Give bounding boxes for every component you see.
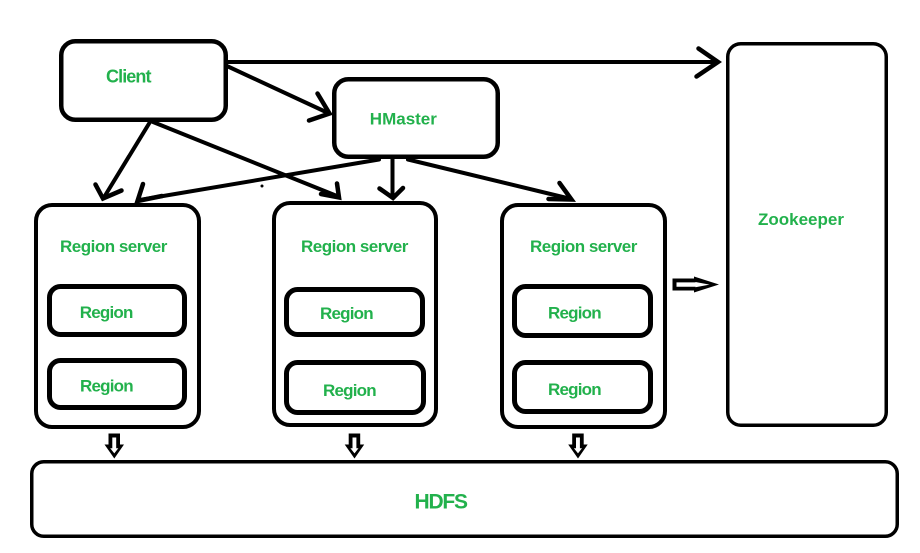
svg-text:HDFS: HDFS [415, 491, 469, 514]
svg-text:Region server: Region server [530, 237, 638, 256]
svg-text:Region server: Region server [301, 237, 409, 256]
svg-text:Region: Region [548, 304, 601, 323]
svg-text:Zookeeper: Zookeeper [758, 210, 844, 229]
svg-text:Region: Region [80, 303, 133, 322]
svg-text:HMaster: HMaster [370, 110, 437, 129]
svg-text:Region: Region [323, 381, 376, 400]
svg-text:Region: Region [320, 304, 373, 323]
svg-text:Client: Client [106, 67, 152, 87]
svg-text:Region: Region [548, 380, 601, 399]
svg-text:Region: Region [80, 377, 133, 396]
svg-text:Region server: Region server [60, 237, 168, 256]
